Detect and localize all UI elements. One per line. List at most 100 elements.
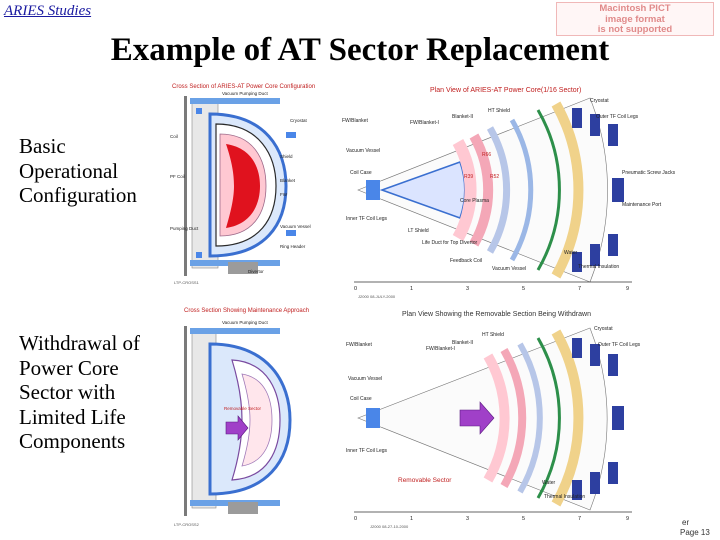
plasma-core: [226, 144, 260, 228]
label: FW/Blanket-I: [426, 346, 455, 352]
pict-line-2: image format: [605, 13, 665, 25]
fig-title: Cross Section Showing Maintenance Approa…: [184, 308, 309, 314]
label: Coil Case: [350, 396, 372, 402]
brand-link[interactable]: ARIES Studies: [4, 3, 92, 19]
pumping-duct: [228, 502, 258, 514]
tick-label: 3: [466, 286, 469, 292]
pict-line-1: Macintosh PICT: [599, 3, 671, 14]
label: Inner TF Coil Legs: [346, 448, 388, 454]
thermal-insulation-band: [551, 101, 584, 279]
label: Water: [542, 480, 555, 486]
label: Divertor: [248, 269, 264, 274]
tick-label: 9: [626, 286, 629, 292]
blanket-i-band: [452, 139, 477, 241]
outer-tf-coil: [590, 114, 600, 136]
label: Inner TF Coil Legs: [346, 216, 388, 222]
row-label-withdrawal: Withdrawal of Power Core Sector with Lim…: [19, 331, 140, 454]
fig-title: Cross Section of ARIES-AT Power Core Con…: [172, 84, 315, 90]
label: Shield: [280, 154, 293, 159]
ht-shield-band: [517, 342, 543, 494]
label: R66: [482, 152, 491, 158]
label: Cryostat: [290, 118, 308, 123]
outer-tf-coil: [608, 124, 618, 146]
label: Pneumatic Screw Jacks: [622, 170, 676, 176]
label: Vacuum Vessel: [346, 148, 380, 154]
tick-label: 5: [522, 516, 525, 522]
fig-title: Plan View Showing the Removable Section …: [402, 311, 591, 318]
tick-label: 3: [466, 516, 469, 522]
pumping-duct: [228, 262, 258, 274]
fig-title: Plan View of ARIES-AT Power Core(1/16 Se…: [430, 87, 581, 94]
outer-tf-coil: [572, 338, 582, 358]
row2-line: Power Core: [19, 355, 119, 380]
label: PF Coil: [170, 174, 185, 179]
top-pf-band: [190, 98, 280, 104]
blanket-ii-band: [469, 133, 494, 247]
label: Vacuum Vessel: [492, 266, 526, 272]
sector-outline: [357, 97, 608, 283]
label: Coil: [170, 134, 178, 139]
inner-tf-coil-legs: [366, 180, 380, 200]
cross-section-figure-bottom: Cross Section Showing Maintenance Approa…: [174, 308, 309, 527]
blanket-i-band: [483, 353, 510, 483]
outer-tf-coil: [612, 178, 624, 202]
pf-coil-1: [286, 132, 296, 138]
outer-tf-coil: [612, 406, 624, 430]
tick-label: 9: [626, 516, 629, 522]
cross-section-figure-top: Cross Section of ARIES-AT Power Core Con…: [170, 84, 315, 285]
outer-tf-coil: [590, 244, 600, 266]
top-pf-band: [190, 328, 280, 334]
pict-placeholder: Macintosh PICT image format is not suppo…: [556, 2, 714, 36]
ht-shield-band: [486, 126, 511, 254]
outer-tf-coil: [572, 108, 582, 128]
pf-coil-4: [196, 252, 202, 258]
row2-line: Sector with: [19, 380, 116, 404]
label: Outer TF Coil Legs: [596, 114, 639, 120]
label: LT Shield: [408, 228, 429, 234]
page-number: Page 13: [680, 528, 710, 537]
plan-view-figure-bottom: Plan View Showing the Removable Section …: [346, 311, 641, 529]
pf-coil-2: [286, 230, 296, 236]
tick-label: 1: [410, 286, 413, 292]
tick-label: 7: [578, 516, 581, 522]
row1-line: Operational: [19, 158, 119, 183]
outer-tf-coil: [608, 462, 618, 484]
row1-line: Configuration: [19, 183, 137, 207]
label: R39: [464, 174, 473, 180]
label: Cryostat: [594, 326, 613, 332]
label: Cryostat: [590, 98, 609, 104]
label: FW/Blanket-I: [410, 120, 439, 126]
outer-tf-coil: [590, 472, 600, 494]
label: Ring Header: [280, 244, 306, 249]
tick-label: 1: [410, 516, 413, 522]
row2-line: Components: [19, 429, 126, 453]
stamp: J2000 08-JULY-2000: [358, 294, 396, 299]
central-axis: [184, 96, 187, 276]
label: Thermal Insulation: [578, 264, 619, 270]
outer-tf-coil: [608, 234, 618, 256]
water-band: [536, 337, 561, 499]
outer-tf-coil: [608, 354, 618, 376]
label: Pumping Duct: [170, 226, 199, 231]
tick-label: 5: [522, 286, 525, 292]
plan-view-figure-top: Plan View of ARIES-AT Power Core(1/16 Se…: [342, 87, 676, 299]
thermal-insulation-band: [551, 329, 584, 507]
label: Vacuum Vessel: [348, 376, 382, 382]
label: FW: [280, 192, 288, 197]
label: HT Shield: [488, 108, 510, 114]
withdraw-arrow: [459, 401, 495, 435]
label: Vacuum Pumping Duct: [222, 320, 268, 325]
label: R52: [490, 174, 499, 180]
label: Water: [564, 250, 577, 256]
removable-blanket: [241, 373, 273, 467]
label: Maintenance Port: [622, 202, 662, 208]
label: Vacuum Vessel: [280, 224, 311, 229]
label: FW/Blanket: [342, 118, 368, 124]
central-axis: [184, 326, 187, 516]
label: Removable Sector: [224, 406, 262, 411]
label: Feedback Coil: [450, 258, 482, 264]
outer-tf-coil: [572, 480, 582, 500]
row2-line: Limited Life: [19, 404, 126, 429]
withdraw-arrow: [225, 415, 249, 441]
stamp: LTP-CROSS2: [174, 522, 200, 527]
